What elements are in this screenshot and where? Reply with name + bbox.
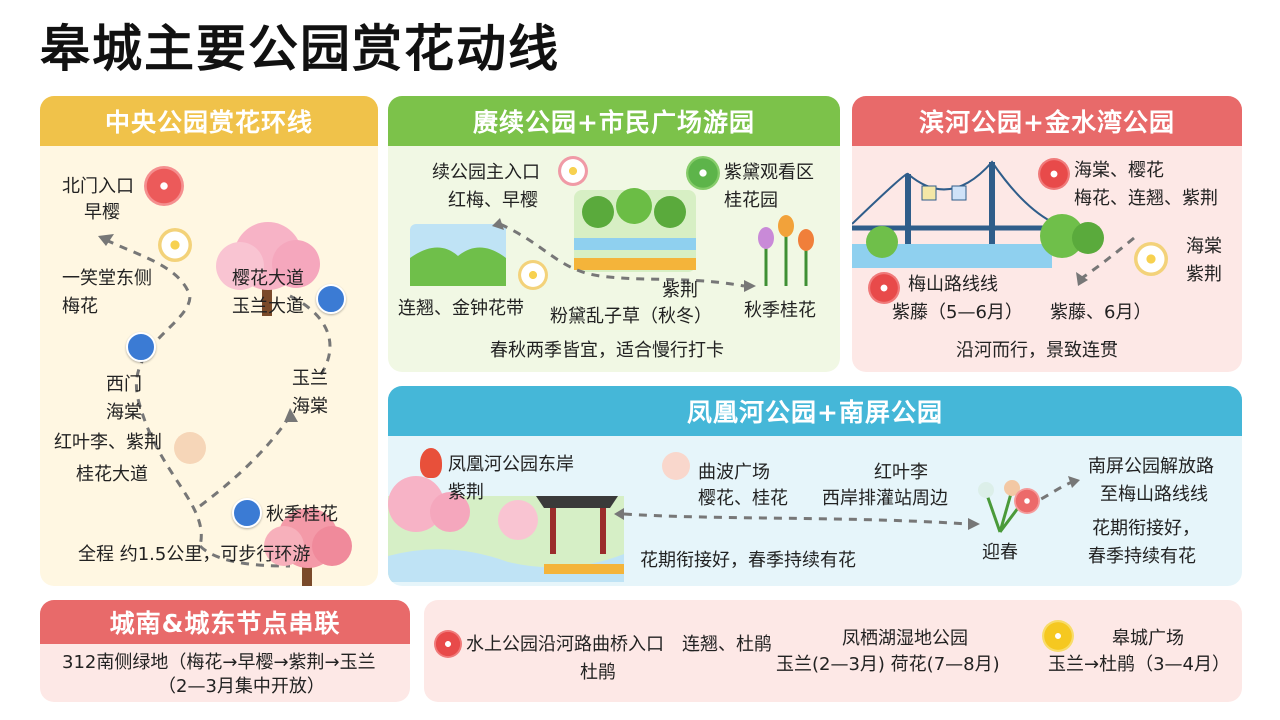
blossom-icon: [158, 228, 192, 262]
water-park-flowers: 连翘、杜鹃: [682, 634, 772, 655]
south-east-line: 312南侧绿地（梅花→早樱→紫荆→玉兰: [62, 652, 376, 673]
gengxu-route-path: [410, 188, 814, 292]
binhe-park-panel: 滨河公园+金水湾公园 海棠、樱花 梅花、连翘、紫荆 海棠 紫荆 梅山路线线 紫藤…: [852, 96, 1242, 372]
autumn-osmanthus-label: 秋季桂花: [266, 504, 338, 525]
plum-flower-icon: [144, 166, 184, 206]
bridge-illustration: [852, 160, 1135, 286]
water-park-label: 水上公园沿河路曲桥入口: [466, 634, 664, 655]
central-route-path: [98, 222, 352, 586]
central-park-panel: 中央公园赏花环线 北门入口 早樱 一笑堂东侧 梅花 樱花大道 玉兰大道 西门 海…: [40, 96, 378, 586]
fenghuang-park-header: 凤凰河公园+南屏公园: [388, 386, 1242, 436]
autumn-osmanthus-label: 秋季桂花: [744, 300, 816, 321]
red-flower-icon: [1014, 488, 1040, 514]
flower-badge-icon: [126, 332, 156, 362]
binhe-flowers-label: 海棠、樱花: [1074, 160, 1164, 181]
binhe-park-header: 滨河公园+金水湾公园: [852, 96, 1242, 146]
central-footer: 全程 约1.5公里，可步行环游: [78, 544, 311, 565]
zijing-label: 紫荆: [1186, 264, 1222, 285]
nanping-label: 至梅山路线线: [1100, 484, 1208, 505]
redbud-label: 紫荆: [662, 280, 698, 301]
peach-blossom-icon: [174, 432, 206, 464]
muhly-label: 粉黛乱子草（秋冬）: [550, 306, 712, 327]
nanping-label: 南屏公园解放路: [1088, 456, 1214, 477]
central-park-header: 中央公园赏花环线: [40, 96, 378, 146]
fenghuang-park-panel: 凤凰河公园+南屏公园 凤凰河公园东岸 紫荆 曲波广场 樱花、桂花 红叶李 西岸排…: [388, 386, 1242, 586]
water-park-flower: 杜鹃: [580, 662, 616, 683]
red-flower-icon: [868, 272, 900, 304]
binhe-footer: 沿河而行，景致连贯: [956, 340, 1118, 361]
blossom-icon: [1134, 242, 1168, 276]
fengqi-flowers: 玉兰(2—3月) 荷花(7—8月): [776, 654, 1000, 675]
plum-flower-icon: [558, 156, 588, 186]
yellow-flower-icon: [1042, 620, 1074, 652]
wisteria-label: 紫藤、6月）: [1050, 302, 1152, 323]
yixiaotang-label: 一笑堂东侧: [62, 268, 152, 289]
haitang-label: 海棠: [1186, 236, 1222, 257]
gengxu-park-panel: 赓续公园+市民广场游园 续公园主入口 红梅、早樱 紫黛观看区 桂花园 连翘、金钟…: [388, 96, 840, 372]
osmanthus-garden-label: 桂花园: [724, 190, 778, 211]
blossom-icon: [518, 260, 548, 290]
east-bank-flower: 紫荆: [448, 482, 484, 503]
leaf-badge-icon: [232, 498, 262, 528]
fengqi-label: 凤栖湖湿地公园: [842, 628, 968, 649]
gaocheng-label: 皋城广场: [1112, 628, 1184, 649]
gengxu-footer: 春秋两季皆宜，适合慢行打卡: [490, 340, 724, 361]
tulip-icon: [420, 448, 442, 478]
wisteria-label: 紫藤（5—6月）: [892, 302, 1023, 323]
blossom-icon: [662, 452, 690, 480]
purple-area-label: 紫黛观看区: [724, 162, 814, 183]
red-flower-icon: [434, 630, 462, 658]
north-gate-label: 北门入口: [62, 176, 134, 197]
gengxu-park-header: 赓续公园+市民广场游园: [388, 96, 840, 146]
fenghuang-footer: 花期衔接好，春季持续有花: [640, 550, 856, 571]
binhe-flowers-label: 梅花、连翘、紫荆: [1074, 188, 1218, 209]
hongyeli-label: 红叶李: [874, 462, 928, 483]
qubo-flowers: 樱花、桂花: [698, 488, 788, 509]
east-bank-label: 凤凰河公园东岸: [448, 454, 574, 475]
west-gate-label: 西门: [106, 374, 142, 395]
qubo-label: 曲波广场: [698, 462, 770, 483]
yingchun-label: 迎春: [982, 542, 1018, 563]
main-gate-label: 续公园主入口: [432, 162, 540, 183]
south-east-panel: 城南&城东节点串联 312南侧绿地（梅花→早樱→紫荆→玉兰 （2—3月集中开放）: [40, 600, 410, 702]
west-flower-label: 桂花大道: [76, 464, 148, 485]
west-flower-label: 海棠: [106, 402, 142, 423]
nanping-label: 花期衔接好，: [1092, 518, 1200, 539]
magnolia-road-label: 玉兰大道: [232, 296, 304, 317]
nanping-label: 春季持续有花: [1088, 546, 1196, 567]
east-flower-label: 海棠: [292, 396, 328, 417]
bottom-nodes-panel: 水上公园沿河路曲桥入口 连翘、杜鹃 杜鹃 凤栖湖湿地公园 玉兰(2—3月) 荷花…: [424, 600, 1242, 702]
forsythia-label: 连翘、金钟花带: [398, 298, 524, 319]
east-flower-label: 玉兰: [292, 368, 328, 389]
fenghuang-route-path: [388, 476, 1080, 582]
red-flower-icon: [1038, 158, 1070, 190]
main-gate-flowers: 红梅、早樱: [448, 190, 538, 211]
west-flower-label: 红叶李、紫荆: [54, 432, 162, 453]
north-flower-label: 早樱: [84, 202, 120, 223]
yixiaotang-flower-label: 梅花: [62, 296, 98, 317]
meishan-label: 梅山路线线: [908, 274, 998, 295]
west-bank-label: 西岸排灌站周边: [822, 488, 948, 509]
south-east-line: （2—3月集中开放）: [158, 676, 325, 697]
gaocheng-flowers: 玉兰→杜鹃（3—4月）: [1048, 654, 1230, 675]
page-title: 皋城主要公园赏花动线: [40, 20, 560, 78]
south-east-header: 城南&城东节点串联: [40, 600, 410, 644]
green-flower-icon: [686, 156, 720, 190]
leaf-badge-icon: [316, 284, 346, 314]
sakura-road-label: 樱花大道: [232, 268, 304, 289]
